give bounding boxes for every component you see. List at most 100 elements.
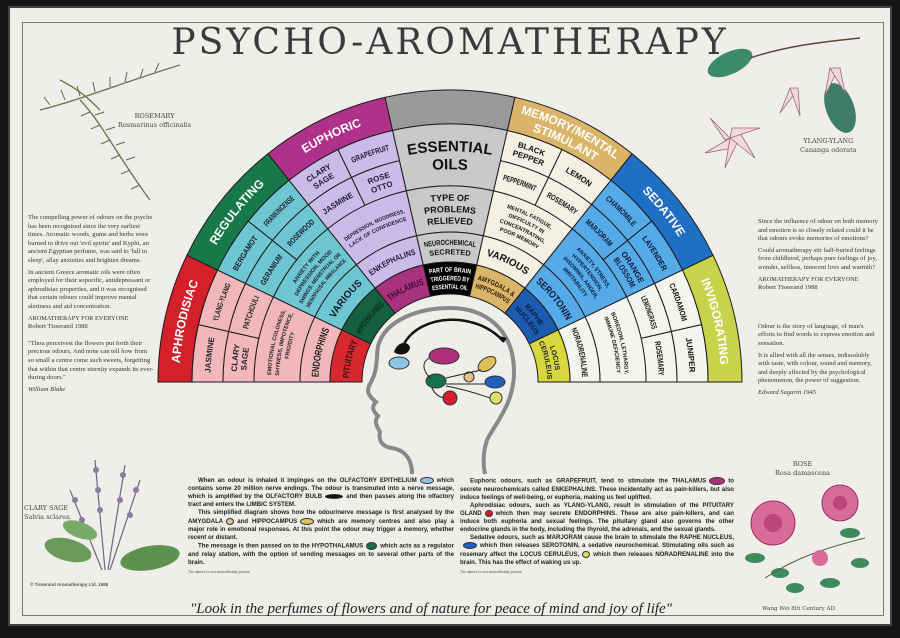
left-source-title: AROMATHERAPY FOR EVERYONE bbox=[28, 314, 129, 322]
plant-latin-name: Cananga odorata bbox=[800, 146, 857, 154]
plant-latin-name: Salvia sclarea bbox=[24, 513, 70, 521]
plant-name: YLANG-YLANG bbox=[803, 137, 854, 145]
center-title: ESSENTIAL bbox=[406, 138, 494, 159]
head-brain-diagram bbox=[366, 305, 517, 475]
raphe-nucleus bbox=[484, 375, 506, 389]
center-neuro-label: NEUROCHEMICAL bbox=[423, 238, 477, 249]
locus-ceruleus bbox=[489, 391, 503, 405]
center-title-text: OILS bbox=[432, 156, 469, 174]
head-outline bbox=[366, 305, 517, 475]
olfactory-epithelium bbox=[388, 356, 410, 370]
text: When an odour is inhaled it impinges on … bbox=[198, 477, 417, 485]
pituitary-marker bbox=[484, 509, 493, 517]
plant-name: ROSE bbox=[792, 460, 813, 468]
olfactory-arrow bbox=[402, 318, 505, 345]
plant-name: ROSEMARY bbox=[134, 112, 175, 120]
text: which then releases NORADRENALINE into t… bbox=[460, 550, 734, 566]
locus-marker bbox=[582, 550, 591, 558]
center-neuro-label-text: NEUROCHEMICAL bbox=[423, 238, 477, 249]
center-brain-label: TRIGGERED BY bbox=[430, 275, 470, 284]
thalamus bbox=[428, 347, 460, 365]
raphe-marker bbox=[463, 542, 477, 550]
center-brain-label: PART OF BRAIN bbox=[428, 267, 471, 276]
poster-title: PSYCHO-AROMATHERAPY bbox=[171, 22, 729, 63]
center-problems-label: TYPE OF bbox=[430, 193, 470, 204]
poster-border bbox=[22, 22, 884, 616]
plant-latin-name: Rosmarinus officinalis bbox=[118, 121, 192, 129]
plant-latin-name: Rosa damascena bbox=[775, 469, 831, 477]
right-paragraph: It is allied with all the senses, indiss… bbox=[758, 351, 872, 385]
text: The message is then passed on to the HYP… bbox=[198, 542, 364, 550]
amygdala bbox=[463, 371, 475, 383]
right-paragraph: Odour is the story of language, of man's… bbox=[758, 322, 875, 347]
hippocampus-marker bbox=[300, 517, 315, 525]
center-title: OILS bbox=[432, 156, 469, 174]
text: Sedative odours, such as MARJORAM cause … bbox=[470, 534, 734, 542]
explanation-right: Euphoric odours, such as GRAPEFRUIT, ten… bbox=[460, 477, 734, 575]
text: Euphoric odours, such as GRAPEFRUIT, ten… bbox=[470, 477, 707, 485]
oil-name-text: CLARY bbox=[230, 343, 242, 372]
plant-name: CLARY SAGE bbox=[24, 504, 69, 512]
epithelium-marker bbox=[419, 477, 434, 484]
oil-name: SAGE bbox=[239, 346, 251, 370]
center-neuro-label: SECRETED bbox=[429, 247, 472, 258]
text: which then releases SEROTONIN, a sedativ… bbox=[460, 542, 734, 558]
text: This simplified diagram shows how the od… bbox=[188, 509, 454, 525]
ylang-ylang-illustration bbox=[704, 37, 861, 169]
clary-sage-illustration bbox=[44, 459, 180, 571]
rose-illustration bbox=[745, 484, 869, 593]
signal-arrows bbox=[423, 357, 491, 399]
text: which are memory centres and also play a… bbox=[188, 517, 455, 541]
disclaimer: The above is not scientifically proven bbox=[460, 569, 523, 574]
center-neuro-label-text: SECRETED bbox=[429, 247, 472, 258]
hypothalamus-marker bbox=[366, 541, 378, 550]
right-paragraph: Could aromatherapy stir half-buried feel… bbox=[758, 246, 877, 271]
sagarin-author: Edward Sagarin 1945 bbox=[758, 388, 817, 396]
text: which then may secrete ENDORPHINS. These… bbox=[460, 510, 734, 534]
left-source-author: Robert Tisserand 1988 bbox=[28, 323, 88, 331]
brain-part-cell bbox=[528, 329, 571, 383]
text: and HIPPOCAMPUS bbox=[237, 517, 298, 525]
right-source-author: Robert Tisserand 1988 bbox=[758, 284, 818, 292]
credits: © Tisserand Aromatherapy Ltd. 1988 bbox=[30, 582, 109, 587]
aromatherapy-fan-diagram: APHRODISIACJASMINEYLANG-YLANGCLARYSAGEPA… bbox=[157, 89, 743, 383]
blake-quote: "Thou perceivest the flowers put forth t… bbox=[28, 339, 154, 382]
center-brain-label: ESSENTIAL OIL bbox=[432, 284, 469, 293]
olfactory-bulb bbox=[394, 342, 410, 355]
left-paragraph: The compelling power of odours on the ps… bbox=[28, 214, 153, 264]
amygdala-marker bbox=[226, 517, 235, 525]
left-paragraph: In ancient Greece aromatic oils were oft… bbox=[28, 268, 151, 310]
hypothalamus bbox=[425, 373, 447, 389]
rosemary-illustration bbox=[39, 62, 181, 201]
oil-name: CLARY bbox=[230, 343, 242, 372]
explanation-left: When an odour is inhaled it impinges on … bbox=[188, 477, 454, 575]
pituitary bbox=[442, 390, 458, 406]
thalamus-marker bbox=[709, 477, 726, 485]
text: to secrete neurochemicals called ENKEPHA… bbox=[460, 477, 734, 501]
right-paragraph: Since the influence of odour on both mem… bbox=[758, 218, 878, 243]
text: and then passes along the olfactory trac… bbox=[188, 493, 454, 509]
quote-source: Wang Wei 8th Century AD bbox=[762, 606, 835, 612]
right-source-title: AROMATHERAPY FOR EVERYONE bbox=[758, 275, 859, 283]
center-problems-label: RELIEVED bbox=[427, 216, 474, 228]
oil-name-text: SAGE bbox=[239, 346, 251, 370]
center-problems-label-text: RELIEVED bbox=[427, 216, 474, 228]
center-brain-label-text: PART OF BRAIN bbox=[428, 267, 471, 276]
bulb-marker bbox=[325, 494, 344, 500]
blake-author: William Blake bbox=[28, 385, 66, 393]
left-intro-text: The compelling power of odours on the ps… bbox=[28, 214, 154, 394]
hippocampus bbox=[477, 355, 497, 373]
center-problems-label-text: TYPE OF bbox=[430, 193, 470, 204]
text: which acts as a regulator and relay stat… bbox=[188, 542, 454, 566]
center-brain-label-text: TRIGGERED BY bbox=[430, 275, 470, 284]
center-title-text: ESSENTIAL bbox=[406, 138, 494, 159]
center-problems-label: PROBLEMS bbox=[423, 204, 476, 216]
text: which contains some 20 million nerve end… bbox=[188, 477, 454, 501]
disclaimer: The above is not scientifically proven bbox=[188, 569, 251, 574]
right-intro-text: Since the influence of odour on both mem… bbox=[758, 218, 882, 398]
closing-quote: "Look in the perfumes of flowers and of … bbox=[190, 601, 672, 617]
center-brain-label-text: ESSENTIAL OIL bbox=[432, 284, 469, 293]
